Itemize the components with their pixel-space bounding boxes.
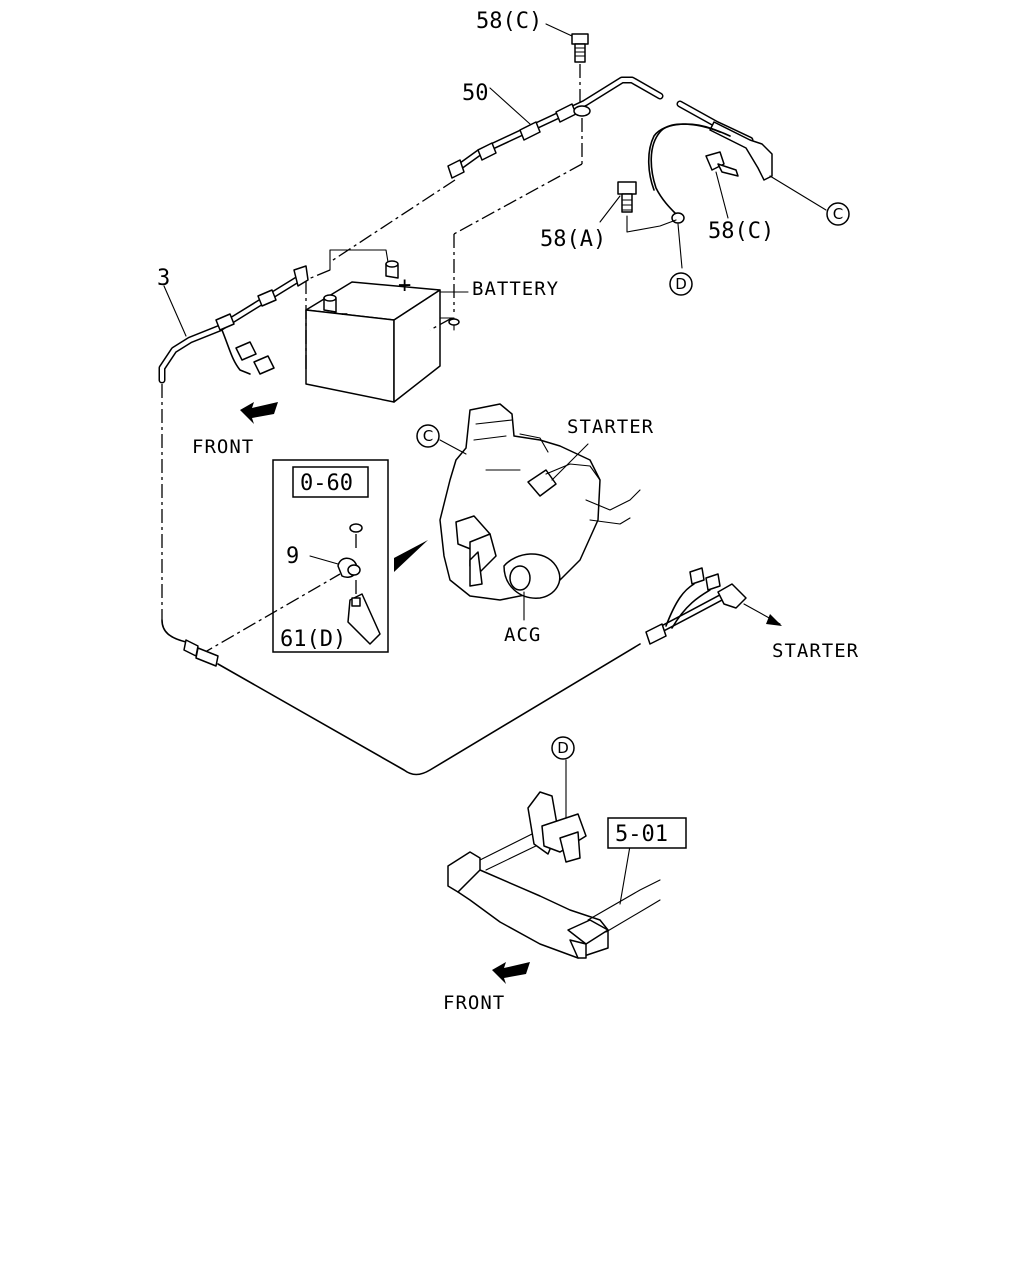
label-starter-arrow: STARTER xyxy=(772,640,859,662)
label-front-upper: FRONT xyxy=(192,436,254,458)
label-bolt-58a: 58(A) xyxy=(540,227,606,252)
svg-text:D: D xyxy=(675,275,687,293)
cable-3 xyxy=(158,265,641,776)
label-ref-0-60: 0-60 xyxy=(300,471,353,496)
cable-50 xyxy=(447,76,773,181)
callout-c-engine: C xyxy=(416,424,440,448)
starter-cable xyxy=(645,567,782,645)
dash-dot-leaders xyxy=(199,118,583,656)
bolt-58c-top xyxy=(545,23,589,112)
label-front-lower: FRONT xyxy=(443,992,505,1014)
label-nut-61d: 61(D) xyxy=(280,627,346,652)
label-battery: BATTERY xyxy=(472,278,559,300)
callout-d-frame: D xyxy=(551,736,575,760)
label-bolt-58c-right: 58(C) xyxy=(708,219,774,244)
callout-d-upper: D xyxy=(669,272,693,296)
label-starter-engine: STARTER xyxy=(567,416,654,438)
callout-c-right: C xyxy=(826,202,850,226)
engine-assembly xyxy=(394,403,641,621)
battery-plus-sign: + xyxy=(398,273,411,298)
label-acg: ACG xyxy=(504,624,541,646)
label-cable-3: 3 xyxy=(157,266,170,291)
svg-text:C: C xyxy=(423,427,433,445)
label-ref-5-01: 5-01 xyxy=(615,822,668,847)
ground-cable-upper xyxy=(599,123,827,269)
front-arrow-upper xyxy=(240,402,278,424)
label-bolt-58c-top: 58(C) xyxy=(476,9,542,34)
label-cable-50: 50 xyxy=(462,81,489,106)
label-clip-9: 9 xyxy=(286,544,299,569)
inset-detail-box xyxy=(272,459,389,653)
chassis-frame xyxy=(447,759,687,959)
svg-text:D: D xyxy=(557,739,569,757)
battery-minus-sign: - xyxy=(338,301,351,326)
svg-text:C: C xyxy=(833,205,843,223)
battery: + - xyxy=(305,249,469,403)
front-arrow-lower xyxy=(492,962,530,984)
